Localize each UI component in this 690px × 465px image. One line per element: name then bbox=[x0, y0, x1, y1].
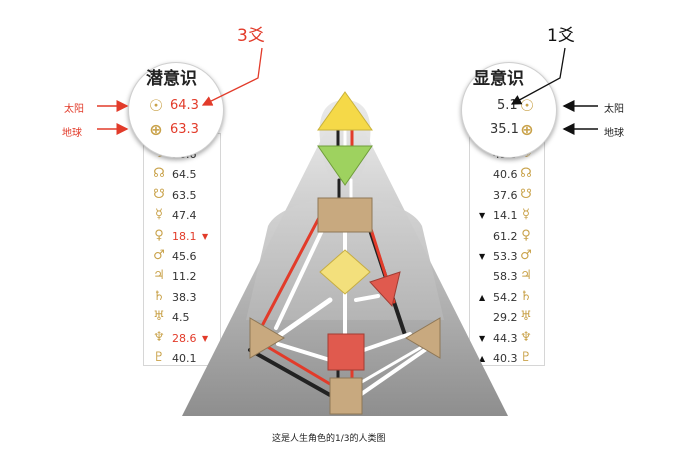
mars-icon: ♂ bbox=[153, 248, 165, 263]
venus-icon: ♀ bbox=[521, 228, 531, 243]
uranus-icon: ♅ bbox=[153, 309, 165, 324]
earth-icon: ⊕ bbox=[149, 120, 163, 139]
mercury-icon: ☿ bbox=[155, 207, 163, 222]
venus-icon: ♀ bbox=[154, 228, 164, 243]
ajna-center bbox=[317, 145, 373, 186]
saturn-icon: ♄ bbox=[520, 289, 532, 304]
solar-plexus-center bbox=[405, 317, 441, 359]
throat-center bbox=[317, 197, 373, 233]
jupiter-icon: ♃ bbox=[153, 268, 165, 283]
neptune-icon: ♆ bbox=[520, 330, 532, 345]
up-arrow-icon: ▲ bbox=[479, 354, 486, 363]
neptune-icon: ♆ bbox=[153, 330, 165, 345]
activation-value: 47.4 bbox=[172, 209, 197, 222]
up-arrow-icon: ▲ bbox=[479, 293, 486, 302]
activation-value: 18.1 bbox=[172, 230, 197, 243]
design-sun-value: 64.3 bbox=[170, 98, 199, 113]
design-line-label: 3爻 bbox=[237, 26, 265, 46]
activation-value: 28.6 bbox=[172, 332, 197, 345]
north-node-icon: ☊ bbox=[520, 166, 532, 181]
activation-value: 38.3 bbox=[172, 291, 197, 304]
earth-icon: ⊕ bbox=[520, 120, 534, 139]
root-center bbox=[329, 377, 363, 415]
activation-value: 58.3 bbox=[493, 270, 518, 283]
south-node-icon: ☋ bbox=[520, 187, 532, 202]
activation-value: 37.6 bbox=[493, 189, 518, 202]
personality-circle bbox=[461, 62, 557, 158]
design-line-pointer bbox=[201, 47, 263, 106]
down-arrow-icon: ▼ bbox=[479, 211, 486, 220]
personality-line-label: 1爻 bbox=[547, 26, 575, 46]
saturn-icon: ♄ bbox=[153, 289, 165, 304]
personality-title: 显意识 bbox=[473, 69, 524, 89]
down-arrow-icon: ▼ bbox=[479, 252, 486, 261]
activation-value: 45.6 bbox=[172, 250, 197, 263]
activation-value: 44.3 bbox=[493, 332, 518, 345]
down-arrow-icon: ▼ bbox=[479, 334, 486, 343]
personality-earth-value: 35.1 bbox=[490, 122, 519, 137]
activation-value: 63.5 bbox=[172, 189, 197, 202]
mercury-icon: ☿ bbox=[522, 207, 530, 222]
design-sun-label: 太阳 bbox=[64, 104, 84, 115]
g-center bbox=[319, 249, 371, 295]
personality-line-pointer bbox=[510, 47, 566, 105]
south-node-icon: ☋ bbox=[153, 187, 165, 202]
design-earth-label: 地球 bbox=[62, 128, 82, 139]
activation-value: 29.2 bbox=[493, 311, 518, 324]
activation-value: 4.5 bbox=[172, 311, 190, 324]
activation-value: 61.2 bbox=[493, 230, 518, 243]
uranus-icon: ♅ bbox=[520, 309, 532, 324]
design-circle bbox=[128, 62, 224, 158]
jupiter-icon: ♃ bbox=[520, 268, 532, 283]
sun-icon: ☉ bbox=[148, 96, 164, 115]
activation-value: 14.1 bbox=[493, 209, 518, 222]
head-center bbox=[317, 91, 373, 131]
mars-icon: ♂ bbox=[520, 248, 532, 263]
pluto-icon: ♇ bbox=[153, 350, 165, 365]
north-node-icon: ☊ bbox=[153, 166, 165, 181]
activation-value: 40.6 bbox=[493, 168, 518, 181]
down-arrow-icon: ▼ bbox=[202, 334, 209, 343]
design-title: 潜意识 bbox=[146, 69, 197, 89]
activation-value: 40.3 bbox=[493, 352, 518, 365]
personality-earth-label: 地球 bbox=[604, 128, 624, 139]
personality-sun-label: 太阳 bbox=[604, 104, 624, 115]
spleen-center bbox=[249, 317, 285, 359]
pluto-icon: ♇ bbox=[520, 350, 532, 365]
sun-icon: ☉ bbox=[519, 96, 535, 115]
design-column bbox=[143, 133, 221, 366]
activation-value: 53.3 bbox=[493, 250, 518, 263]
heart-center bbox=[369, 271, 401, 308]
activation-value: 40.1 bbox=[172, 352, 197, 365]
sacral-center bbox=[327, 333, 365, 371]
down-arrow-icon: ▼ bbox=[202, 232, 209, 241]
activation-value: 64.5 bbox=[172, 168, 197, 181]
activation-value: 11.2 bbox=[172, 270, 197, 283]
design-earth-value: 63.3 bbox=[170, 122, 199, 137]
activation-value: 54.2 bbox=[493, 291, 518, 304]
figure-caption: 这是人生角色的1/3的人类图 bbox=[272, 434, 386, 444]
